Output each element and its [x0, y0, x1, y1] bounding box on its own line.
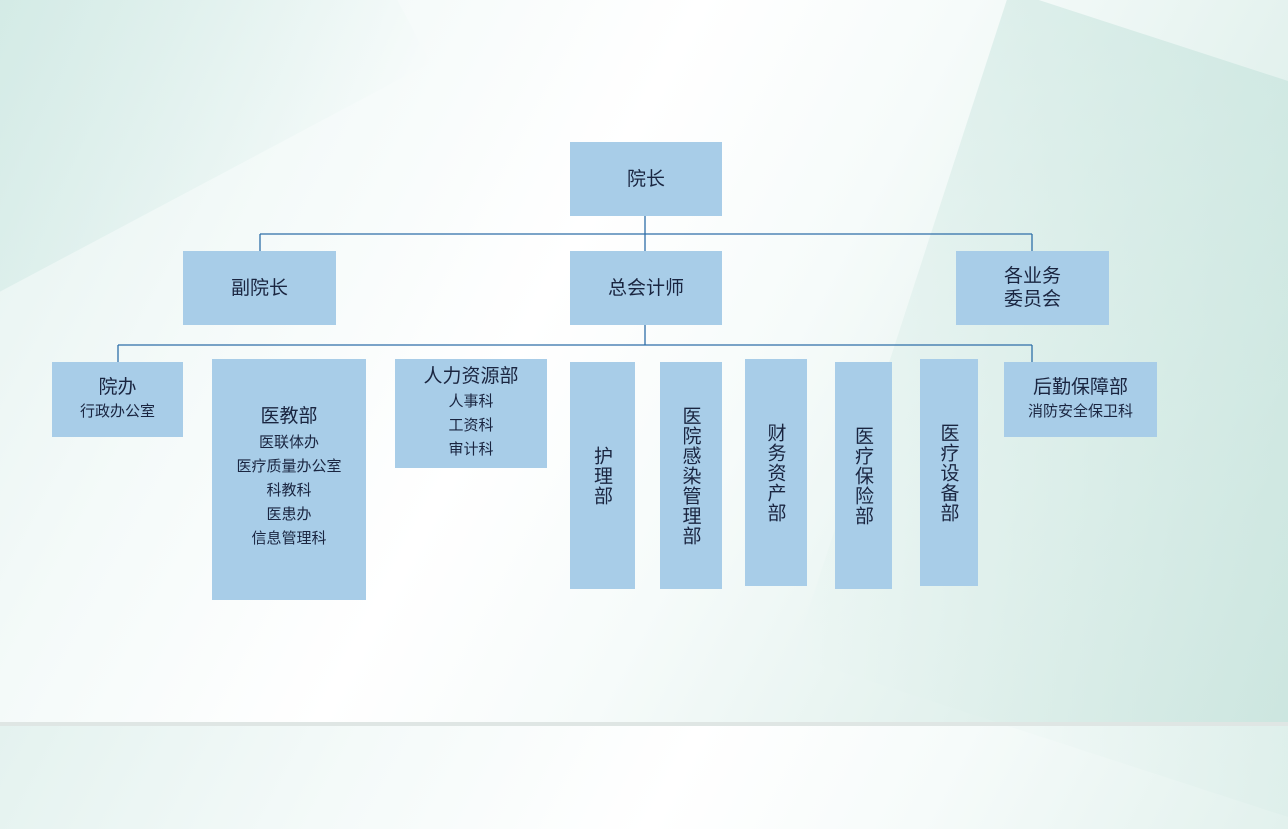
node-medical-insurance: 医疗保险部	[835, 362, 892, 589]
node-logistics: 后勤保障部 消防安全保卫科	[1004, 362, 1157, 437]
node-medical-education-item: 科教科	[266, 481, 312, 499]
node-dean-label: 院长	[626, 167, 665, 190]
connector-lines	[117, 216, 1033, 362]
node-human-resources-title: 人力资源部	[423, 365, 519, 387]
node-finance-assets-label: 财务资产部	[764, 422, 787, 523]
node-human-resources-item: 工资科	[448, 416, 494, 434]
node-medical-insurance-label: 医疗保险部	[852, 425, 874, 526]
node-medical-education: 医教部 医联体办 医疗质量办公室 科教科 医患办 信息管理科	[212, 359, 366, 600]
node-chief-accountant: 总会计师	[570, 251, 722, 325]
node-medical-equipment-label: 医疗设备部	[937, 422, 960, 523]
node-medical-education-item: 医联体办	[258, 433, 319, 451]
node-dean: 院长	[570, 142, 722, 216]
node-human-resources-item: 审计科	[448, 440, 494, 458]
node-medical-education-item: 医疗质量办公室	[236, 457, 342, 475]
node-dean-office-title: 院办	[98, 376, 137, 398]
node-committees-label-line1: 各业务	[1003, 265, 1061, 287]
node-committees: 各业务 委员会	[956, 251, 1109, 325]
node-logistics-title: 后勤保障部	[1032, 376, 1128, 398]
node-medical-education-title: 医教部	[260, 405, 318, 427]
node-finance-assets: 财务资产部	[745, 359, 807, 586]
node-committees-label-line2: 委员会	[1003, 288, 1061, 310]
node-logistics-item: 消防安全保卫科	[1027, 402, 1133, 420]
node-infection-control-label: 医院感染管理部	[679, 405, 702, 546]
node-dean-office: 院办 行政办公室	[52, 362, 183, 437]
node-vice-dean: 副院长	[183, 251, 336, 325]
node-chief-accountant-label: 总会计师	[607, 276, 684, 299]
node-nursing-label: 护理部	[591, 445, 613, 506]
node-medical-education-item: 医患办	[266, 505, 312, 523]
node-human-resources-item: 人事科	[448, 392, 494, 410]
node-medical-education-item: 信息管理科	[251, 529, 327, 547]
node-human-resources: 人力资源部 人事科 工资科 审计科	[395, 359, 547, 468]
node-nursing: 护理部	[570, 362, 635, 589]
node-vice-dean-label: 副院长	[230, 276, 288, 299]
node-medical-equipment: 医疗设备部	[920, 359, 978, 586]
node-infection-control: 医院感染管理部	[660, 362, 722, 589]
node-dean-office-item: 行政办公室	[79, 402, 155, 420]
